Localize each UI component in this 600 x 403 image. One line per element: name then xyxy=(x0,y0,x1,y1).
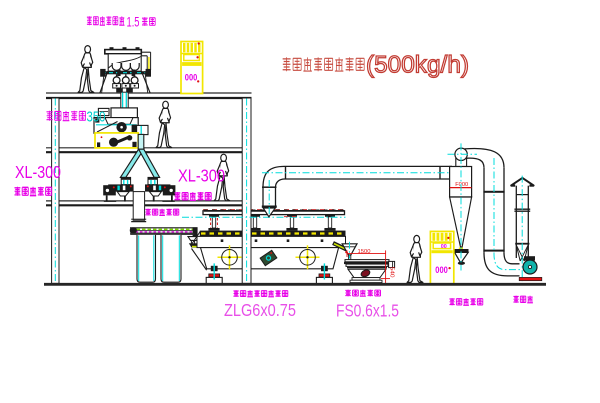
svg-text:XL-300: XL-300 xyxy=(15,162,61,182)
svg-text:1500: 1500 xyxy=(358,249,371,255)
svg-text:00: 00 xyxy=(441,244,447,250)
svg-text:350: 350 xyxy=(87,110,106,126)
svg-text:(500kg/h): (500kg/h) xyxy=(366,52,469,79)
svg-text:000: 000 xyxy=(435,265,448,275)
svg-text:540: 540 xyxy=(389,267,395,278)
svg-text:FS0.6x1.5: FS0.6x1.5 xyxy=(336,301,399,321)
svg-text:ZLG6x0.75: ZLG6x0.75 xyxy=(224,300,296,320)
svg-text:XL-300: XL-300 xyxy=(178,166,225,186)
svg-text:000: 000 xyxy=(185,72,198,82)
svg-text:1.5: 1.5 xyxy=(127,15,140,30)
svg-text:F000: F000 xyxy=(455,182,468,188)
